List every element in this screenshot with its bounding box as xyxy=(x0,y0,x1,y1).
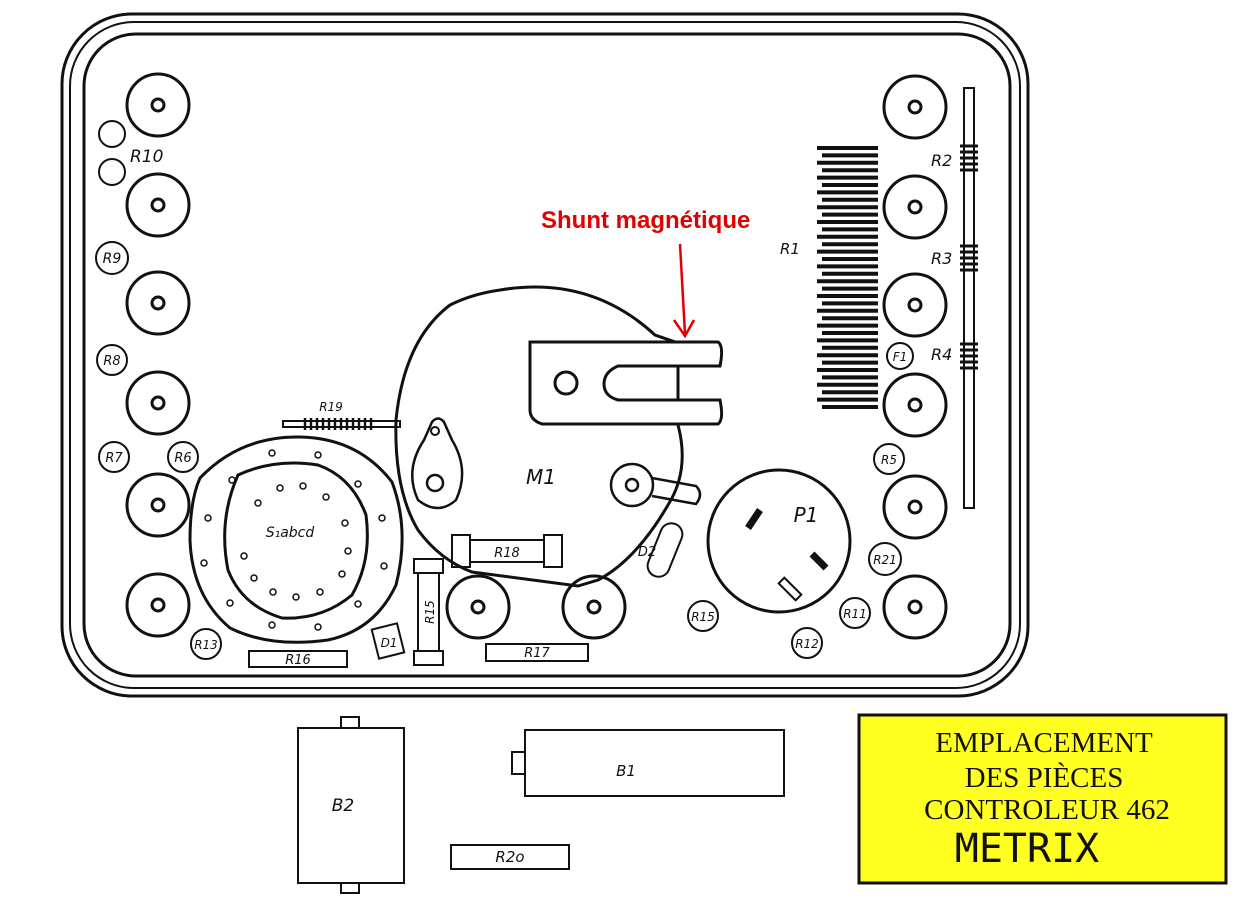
r10-circle-top xyxy=(98,120,126,148)
battery-b2 xyxy=(297,716,405,894)
terminal-jack xyxy=(125,572,191,638)
r5-circle xyxy=(873,443,905,475)
r20-resistor xyxy=(450,844,570,870)
label-r12: R12 xyxy=(795,637,819,651)
label-r16: R16 xyxy=(285,653,311,668)
r9-circle xyxy=(95,241,129,275)
r11-circle xyxy=(839,597,871,629)
label-f1: F1 xyxy=(893,350,908,364)
battery-b1 xyxy=(511,729,785,797)
meter-m1 xyxy=(394,285,702,640)
label-r13: R13 xyxy=(194,638,218,652)
terminal-jack xyxy=(125,72,191,138)
label-r11: R11 xyxy=(843,607,867,621)
terminal-jack xyxy=(882,272,948,338)
annotation-arrow xyxy=(672,243,696,339)
label-r21: R21 xyxy=(873,553,897,567)
r6-circle xyxy=(167,441,199,473)
terminal-jack xyxy=(882,74,948,140)
potentiometer-p1 xyxy=(706,468,852,614)
label-r3: R3 xyxy=(931,249,952,268)
d2-diode xyxy=(646,522,684,578)
r16-resistor xyxy=(248,650,348,668)
f1-circle xyxy=(886,342,914,370)
case-outline xyxy=(60,12,1030,698)
label-r7: R7 xyxy=(105,451,123,466)
terminal-jack xyxy=(125,472,191,538)
terminal-jack xyxy=(125,370,191,436)
r19-resistor xyxy=(282,418,401,430)
terminal-jack xyxy=(882,372,948,438)
label-b1: B1 xyxy=(616,762,636,780)
terminal-jack xyxy=(882,174,948,240)
label-d1: D1 xyxy=(381,636,398,650)
label-r15-vertical: R15 xyxy=(423,600,437,624)
label-r6: R6 xyxy=(174,451,191,466)
label-m1: M1 xyxy=(526,465,556,489)
r15-resistor xyxy=(413,558,444,666)
label-switch: S₁abcd xyxy=(266,525,315,541)
terminal-jack xyxy=(125,270,191,336)
label-r9: R9 xyxy=(103,251,122,267)
r13-circle xyxy=(190,628,222,660)
terminal-jack xyxy=(125,172,191,238)
title-line-3: CONTROLEUR 462 xyxy=(924,794,1170,826)
label-r1: R1 xyxy=(780,240,800,258)
label-r17: R17 xyxy=(524,646,550,661)
terminal-jack xyxy=(882,474,948,540)
label-p1: P1 xyxy=(794,503,819,527)
r15-circle xyxy=(687,600,719,632)
left-terminals xyxy=(125,72,191,638)
brand-name: METRIX xyxy=(955,826,1100,872)
label-r8: R8 xyxy=(103,354,120,369)
r7-circle xyxy=(98,441,130,473)
rotary-switch xyxy=(188,435,404,644)
label-r10: R10 xyxy=(130,147,163,167)
r17-resistor xyxy=(485,643,589,662)
label-r18: R18 xyxy=(494,546,520,561)
r10-circle-bottom xyxy=(98,158,126,186)
label-r20: R2o xyxy=(495,848,524,866)
resistor-rail xyxy=(960,87,978,509)
r8-circle xyxy=(96,344,128,376)
terminal-jack xyxy=(882,574,948,640)
label-d2: D2 xyxy=(638,545,656,560)
shunt-annotation: Shunt magnétique xyxy=(541,207,750,234)
magnetic-shunt xyxy=(528,340,724,426)
label-r5: R5 xyxy=(881,453,897,467)
label-b2: B2 xyxy=(332,796,354,816)
r12-circle xyxy=(791,627,823,659)
r21-circle xyxy=(868,542,902,576)
title-line-2: DES PIÈCES xyxy=(965,761,1124,794)
title-line-1: EMPLACEMENT xyxy=(935,727,1153,759)
label-r19: R19 xyxy=(319,400,343,414)
right-terminals xyxy=(882,74,948,640)
r1-shunt-ladder xyxy=(817,146,878,409)
label-r4: R4 xyxy=(931,345,952,364)
title-box: EMPLACEMENT DES PIÈCES CONTROLEUR 462 ME… xyxy=(857,713,1228,885)
d1-diode xyxy=(370,622,406,660)
label-r15-circle: R15 xyxy=(691,610,715,624)
label-r2: R2 xyxy=(931,151,952,170)
